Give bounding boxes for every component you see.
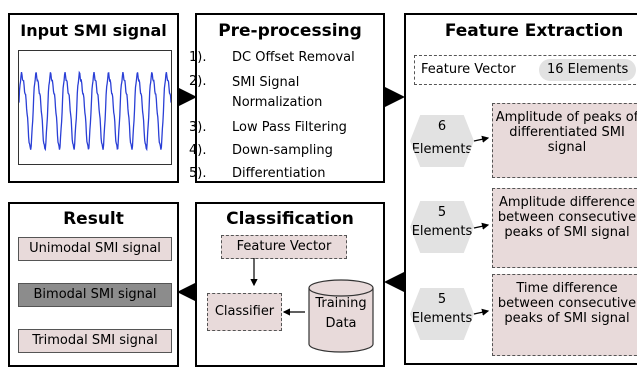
- step-number: 4).: [189, 143, 207, 158]
- elements-word: Elements: [411, 142, 473, 157]
- feature-extraction-panel: Feature Extraction Feature Vector 16 Ele…: [404, 13, 637, 365]
- arrow-hex2-to-desc2: [473, 222, 490, 230]
- step-number: 1).: [189, 50, 207, 65]
- elements-word: Elements: [411, 224, 473, 239]
- feature-description-1: Amplitude of peaks of differentiated SMI…: [492, 103, 637, 178]
- signal-trace: [18, 70, 172, 152]
- signal-plot: [18, 50, 172, 165]
- result-trimodal: Trimodal SMI signal: [18, 329, 172, 353]
- training-data-cylinder: [308, 279, 374, 353]
- feature-vector-label: Feature Vector: [421, 62, 516, 77]
- input-panel: Input SMI signal: [8, 13, 179, 183]
- result-title: Result: [63, 209, 124, 229]
- step-label: DC Offset Removal: [232, 50, 355, 65]
- result-panel: Result Unimodal SMI signal Bimodal SMI s…: [8, 202, 179, 367]
- preprocessing-title: Pre-processing: [218, 21, 362, 41]
- training-data-label: Training Data: [315, 296, 367, 331]
- classifier-box: Classifier: [207, 293, 282, 331]
- step-label: Down-sampling: [232, 143, 333, 158]
- feature-count-badge: 16 Elements: [539, 59, 637, 81]
- classification-title: Classification: [226, 209, 354, 229]
- result-unimodal: Unimodal SMI signal: [18, 237, 172, 261]
- classification-panel: Classification Feature Vector Classifier…: [195, 202, 385, 367]
- elements-count: 6: [437, 119, 447, 134]
- result-bimodal: Bimodal SMI signal: [18, 283, 172, 307]
- elements-hex-2: 5 Elements: [410, 201, 474, 253]
- feature-vector-box: Feature Vector 16 Elements: [414, 55, 637, 85]
- step-number: 5).: [189, 166, 207, 181]
- arrow-hex3-to-desc3: [473, 308, 490, 316]
- step-number: 2).: [189, 74, 207, 89]
- arrow-hex1-to-desc1: [473, 135, 490, 143]
- signal-waveform: [18, 70, 172, 152]
- step-number: 3).: [189, 120, 207, 135]
- step-label: SMI Signal Normalization: [232, 75, 323, 110]
- elements-hex-3: 5 Elements: [410, 288, 474, 340]
- elements-count: 5: [437, 292, 447, 307]
- step-label: Low Pass Filtering: [232, 120, 347, 135]
- feature-description-2: Amplitude difference between consecutive…: [492, 188, 637, 268]
- step-label: Differentiation: [232, 166, 326, 181]
- feature-description-3: Time difference between consecutive peak…: [492, 274, 637, 356]
- elements-count: 5: [437, 205, 447, 220]
- elements-word: Elements: [411, 311, 473, 326]
- input-title: Input SMI signal: [20, 21, 167, 40]
- classification-feature-vector: Feature Vector: [221, 235, 347, 259]
- elements-hex-1: 6 Elements: [410, 115, 474, 167]
- feature-extraction-title: Feature Extraction: [444, 21, 624, 41]
